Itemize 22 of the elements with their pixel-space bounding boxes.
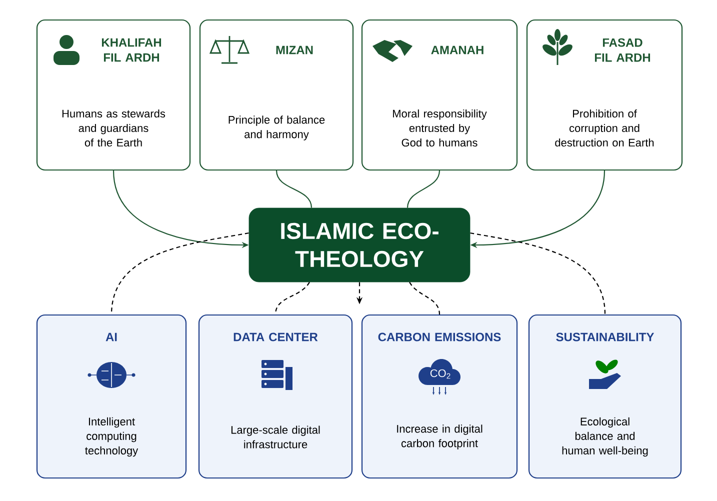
connector — [409, 282, 440, 315]
card-heading: AI — [106, 332, 117, 342]
connector — [406, 170, 440, 208]
card-text: Moral responsibility entrusted by God to humans — [393, 109, 487, 147]
card-text: Ecological balance and human well-being — [562, 417, 648, 457]
card-text: Large-scale digital infrastructure — [231, 426, 320, 448]
card-text: Intelligent computing technology — [85, 417, 138, 457]
card-text: Principle of balance and harmony — [228, 116, 325, 140]
card-heading: MIZAN — [276, 46, 313, 54]
title-box: ISLAMIC ECO-THEOLOGY — [248, 208, 470, 282]
card-text: Prohibition of corruption and destruction on Earth — [555, 109, 654, 147]
formula-text: CO$_{2}$ — [430, 369, 450, 379]
card-heading: FASAD FIL ARDH — [594, 38, 650, 62]
card-text: Humans as stewards and guardians of the Earth — [62, 109, 166, 147]
card-heading: CARBON EMISSIONS — [378, 332, 501, 342]
card-heading: AMANAH — [431, 46, 484, 54]
card-heading: KHALIFAH FIL ARDH — [102, 38, 162, 62]
connector — [470, 232, 606, 315]
card-heading: DATA CENTER — [234, 332, 318, 342]
card-heading: SUSTAINABILITY — [556, 332, 654, 342]
card-text: Increase in digital carbon footprint — [397, 424, 482, 450]
connector — [276, 170, 312, 208]
